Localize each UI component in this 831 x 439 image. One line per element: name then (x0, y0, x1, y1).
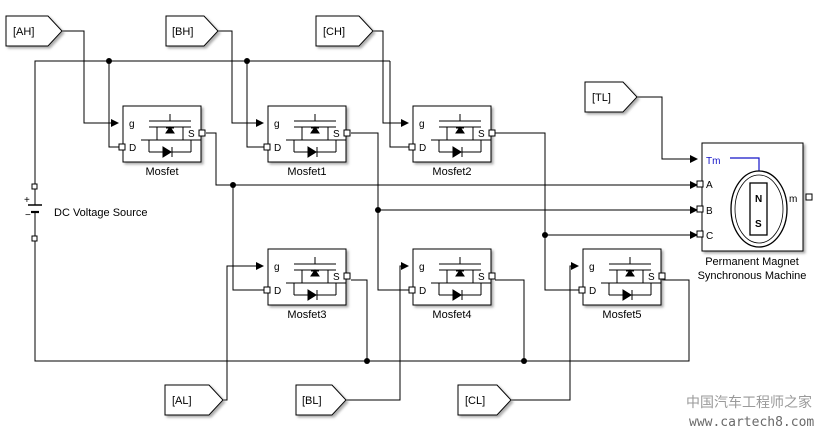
port-s-label: S (333, 272, 340, 283)
mosfet4-block-name: Mosfet4 (432, 309, 471, 321)
dc-plus-sign: + (24, 195, 30, 206)
wire-ch-gate (373, 30, 409, 127)
watermark: 中国汽车工程师之家 www.cartech8.com (686, 394, 814, 430)
port-g-label: g (419, 262, 425, 273)
wire-bh-gate (218, 30, 264, 127)
port-s-label: S (188, 129, 195, 140)
tag-tl[interactable]: [TL] (584, 81, 638, 113)
tag-cl[interactable]: [CL] (457, 384, 512, 416)
port-g-label: g (274, 119, 280, 130)
tag-ch-label: [CH] (323, 26, 345, 38)
mosfet3-block-name: Mosfet3 (287, 309, 326, 321)
dc-positive-rail (34, 60, 390, 186)
wire-phase-a (206, 132, 698, 189)
wire-m1-drain (246, 61, 268, 148)
dc-negative-rail (34, 239, 690, 362)
port-d-label: D (419, 143, 426, 154)
mosfet3-block[interactable]: gD S Mosfet3 (263, 248, 351, 321)
mosfet-symbol-icon (431, 114, 491, 158)
tag-bh[interactable]: [BH] (165, 15, 219, 47)
mosfet2-block-name: Mosfet2 (432, 166, 471, 178)
mosfet-symbol-icon (286, 114, 346, 158)
port-d-label: D (274, 286, 281, 297)
mosfet-symbol-icon (601, 257, 661, 301)
junction-dot (375, 207, 381, 213)
wire-junctions (106, 58, 548, 364)
tag-ah-label: [AH] (13, 26, 34, 38)
junction-dot (542, 232, 548, 238)
signal-wires (34, 30, 698, 401)
tag-bl-label: [BL] (302, 395, 322, 407)
wire-m3-source (351, 279, 368, 361)
port-g-label: g (589, 262, 595, 273)
mosfet-block[interactable]: gD S Mosfet (118, 105, 206, 178)
mosfet-symbol-icon (286, 257, 346, 301)
port-g-label: g (419, 119, 425, 130)
tag-al-label: [AL] (172, 395, 192, 407)
pmsm-port-c: C (706, 231, 713, 242)
dc-voltage-source[interactable]: + − DC Voltage Source (24, 183, 148, 242)
pmsm-port-a: A (706, 180, 713, 191)
dc-source-label: DC Voltage Source (54, 207, 148, 219)
tag-bh-label: [BH] (172, 26, 193, 38)
tag-cl-label: [CL] (465, 395, 485, 407)
pmsm-pole-s: S (755, 219, 762, 230)
mosfet-symbol-icon (431, 257, 491, 301)
watermark-line1: 中国汽车工程师之家 (686, 394, 812, 411)
tag-al[interactable]: [AL] (164, 384, 224, 416)
mosfet-block-name: Mosfet (145, 166, 178, 178)
mosfet5-block[interactable]: gD S Mosfet5 (578, 248, 666, 321)
wire-m5-drain (544, 235, 582, 291)
port-d-label: D (274, 143, 281, 154)
port-s-label: S (478, 272, 485, 283)
wire-m4-drain (377, 210, 412, 291)
port-d-label: D (419, 286, 426, 297)
mosfet-blocks: gDSMosfetgDSMosfet1gDSMosfet2gDSMosfet3g… (118, 105, 666, 321)
junction-dot (364, 358, 370, 364)
port-g-label: g (274, 262, 280, 273)
wire-al-gate (223, 262, 264, 401)
mosfet5-block-name: Mosfet5 (602, 309, 641, 321)
junction-dot (244, 58, 250, 64)
wire-phase-b (351, 132, 698, 214)
tag-ch[interactable]: [CH] (315, 15, 374, 47)
mosfet1-block-name: Mosfet1 (287, 166, 326, 178)
junction-dot (106, 58, 112, 64)
port-s-label: S (333, 129, 340, 140)
mosfet1-block[interactable]: gD S Mosfet1 (263, 105, 351, 178)
tag-tl-label: [TL] (592, 92, 611, 104)
wire-m2-drain (389, 61, 412, 148)
pmsm-block[interactable]: Tm A B C m N S Permanent Magnet Synchron… (696, 142, 813, 282)
pmsm-label-line1: Permanent Magnet (705, 256, 799, 268)
junction-dot (521, 358, 527, 364)
mosfet2-block[interactable]: gD S Mosfet2 (408, 105, 496, 178)
wire-phase-c (495, 132, 698, 239)
pmsm-pole-n: N (755, 194, 762, 205)
port-d-label: D (129, 143, 136, 154)
wire-m3-drain (232, 185, 268, 291)
wire-tl (637, 96, 698, 163)
port-d-label: D (589, 286, 596, 297)
tag-ah[interactable]: [AH] (5, 15, 63, 47)
port-g-label: g (129, 119, 135, 130)
port-s-label: S (648, 272, 655, 283)
wire-m4-source (495, 279, 525, 361)
wire-bl-gate (346, 262, 409, 401)
pmsm-port-b: B (706, 206, 713, 217)
pmsm-port-m: m (789, 194, 797, 205)
junction-dot (230, 182, 236, 188)
port-s-label: S (478, 129, 485, 140)
dc-minus-sign: − (25, 210, 31, 221)
wire-m0-drain (108, 61, 122, 148)
wire-ah-gate (62, 30, 119, 127)
watermark-line2: www.cartech8.com (689, 415, 814, 430)
wire-cl-gate (511, 262, 579, 401)
mosfet-symbol-icon (141, 114, 201, 158)
pmsm-label-line2: Synchronous Machine (698, 270, 807, 282)
mosfet4-block[interactable]: gD S Mosfet4 (408, 248, 496, 321)
tag-bl[interactable]: [BL] (295, 384, 347, 416)
pmsm-port-tm: Tm (706, 156, 720, 167)
